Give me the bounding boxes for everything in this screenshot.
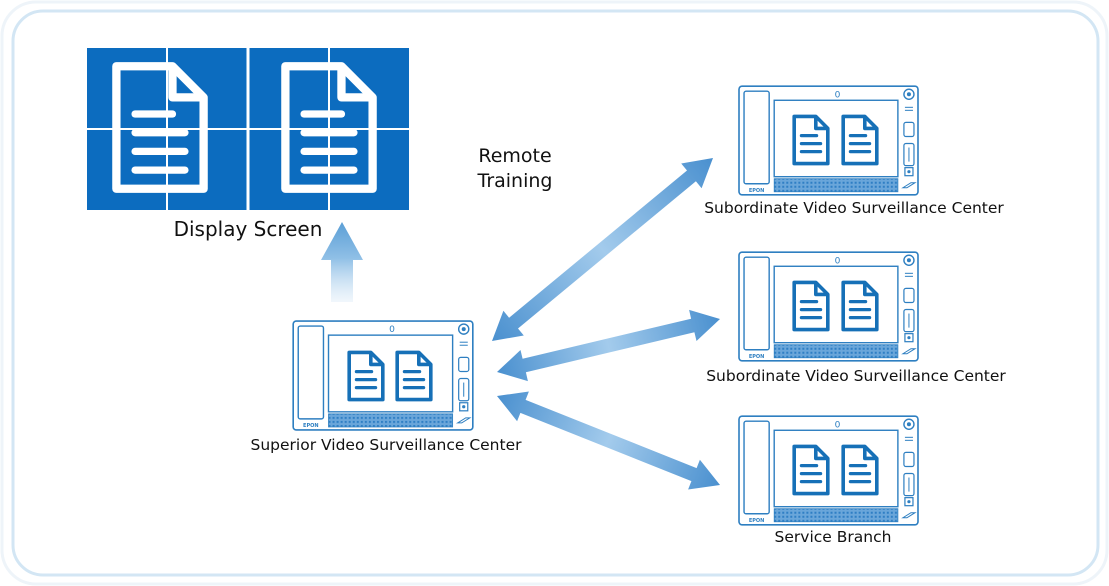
service-branch-label: Service Branch: [774, 528, 892, 546]
arrow-to-subordinate-1: [492, 158, 713, 341]
superior-device: [292, 320, 474, 431]
remote-training-line1: Remote: [478, 145, 552, 167]
superior-center-label: Superior Video Surveillance Center: [250, 436, 522, 454]
service-branch-device: [738, 415, 919, 526]
remote-training-line2: Training: [477, 170, 553, 192]
subordinate-center-1-label: Subordinate Video Surveillance Center: [704, 199, 1004, 217]
arrow-to-service-branch: [497, 391, 720, 490]
up-arrow: [321, 222, 363, 302]
subordinate-device-1: [738, 85, 919, 196]
subordinate-center-2-label: Subordinate Video Surveillance Center: [706, 367, 1006, 385]
remote-training-label: Remote Training: [455, 144, 575, 194]
subordinate-device-2: [738, 251, 919, 362]
display-screen-label: Display Screen: [173, 217, 323, 241]
arrow-to-subordinate-2: [497, 309, 720, 382]
display-wall: [87, 48, 409, 210]
connection-arrows: [492, 158, 720, 490]
